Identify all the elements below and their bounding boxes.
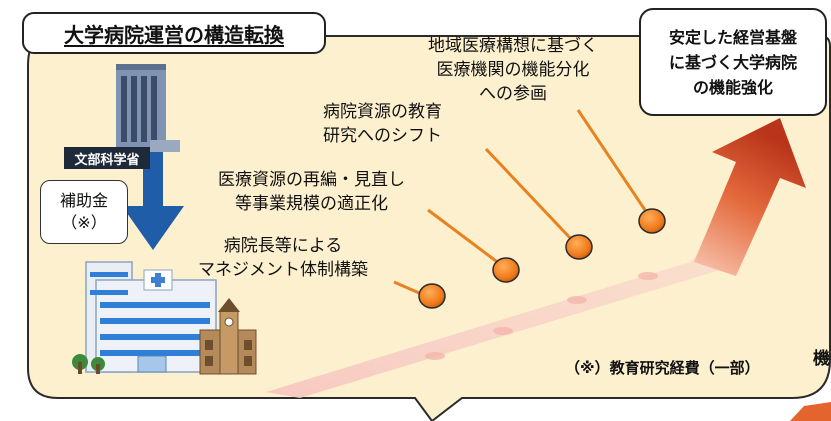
step-dot-4 (638, 208, 666, 234)
subsidy-box: 補助金 （※） (40, 180, 128, 244)
step-4-line-3: への参画 (479, 84, 547, 104)
step-dot-1 (418, 283, 446, 309)
step-2-line-2: 等事業規模の適正化 (235, 194, 388, 214)
step-3-line-1: 病院資源の教育 (323, 102, 442, 122)
funding-down-arrow (122, 152, 184, 250)
footnote: （※）教育研究経費（一部） (565, 359, 760, 377)
cut-off-text: 機 (813, 349, 830, 369)
goal-box: 安定した経営基盤 に基づく大学病院 の機能強化 (639, 8, 827, 116)
step-dot-2 (492, 257, 520, 283)
subsidy-line-1: 補助金 (59, 191, 108, 210)
path-marks (425, 272, 658, 360)
step-1-line-1: 病院長等による (223, 236, 343, 256)
step-label-2: 医療資源の再編・見直し 等事業規模の適正化 (218, 168, 405, 216)
step-3-line-2: 研究へのシフト (323, 126, 442, 146)
step-label-1: 病院長等による マネジメント体制構築 (198, 234, 368, 282)
goal-line-2: に基づく大学病院 (668, 52, 797, 72)
step-label-4: 地域医療構想に基づく 医療機関の機能分化 への参画 (428, 34, 598, 106)
diagram-title: 大学病院運営の構造転換 (22, 12, 326, 54)
university-hospital-icon (72, 261, 257, 375)
goal-line-3: の機能強化 (692, 77, 773, 97)
step-1-line-2: マネジメント体制構築 (198, 260, 368, 280)
ministry-building-icon (116, 64, 180, 152)
step-4-line-2: 医療機関の機能分化 (436, 60, 590, 80)
leader-lines (393, 109, 647, 298)
ministry-label: 文部科学省 (64, 147, 150, 169)
step-dots (418, 208, 666, 309)
subsidy-line-2: （※） (61, 213, 107, 232)
progress-path (266, 240, 720, 398)
goal-line-1: 安定した経営基盤 (668, 27, 797, 47)
step-2-line-1: 医療資源の再編・見直し (218, 170, 405, 190)
rising-arrow (694, 118, 806, 276)
step-dot-3 (565, 234, 593, 260)
step-label-3: 病院資源の教育 研究へのシフト (323, 100, 442, 148)
next-slide-arrow-tip (790, 402, 831, 421)
step-4-line-1: 地域医療構想に基づく (428, 36, 598, 56)
